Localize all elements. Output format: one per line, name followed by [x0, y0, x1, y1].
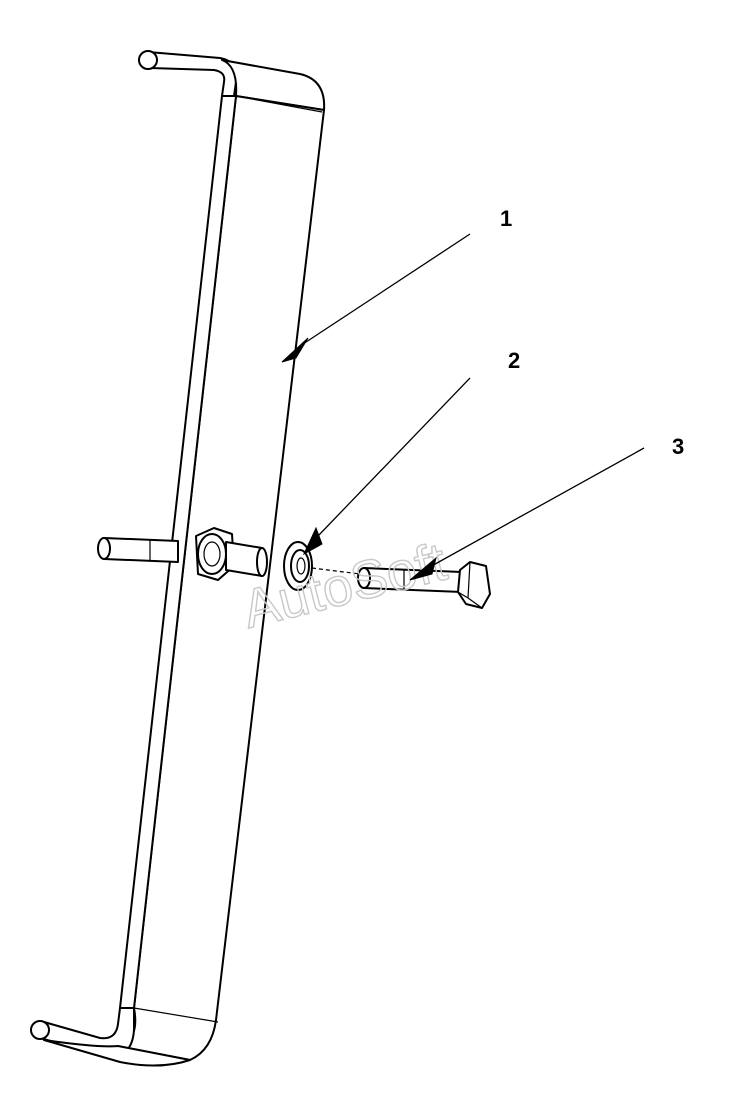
bracket-bar-part-1: [30, 50, 326, 1067]
callout-label-1: 1: [500, 206, 512, 231]
callout-label-2: 2: [508, 348, 520, 373]
callout-label-3: 3: [672, 434, 684, 459]
callout-2: 2: [302, 348, 520, 556]
callout-3: 3: [409, 434, 684, 581]
callout-1: 1: [281, 206, 512, 363]
hex-bolt-part-3: [357, 561, 491, 609]
